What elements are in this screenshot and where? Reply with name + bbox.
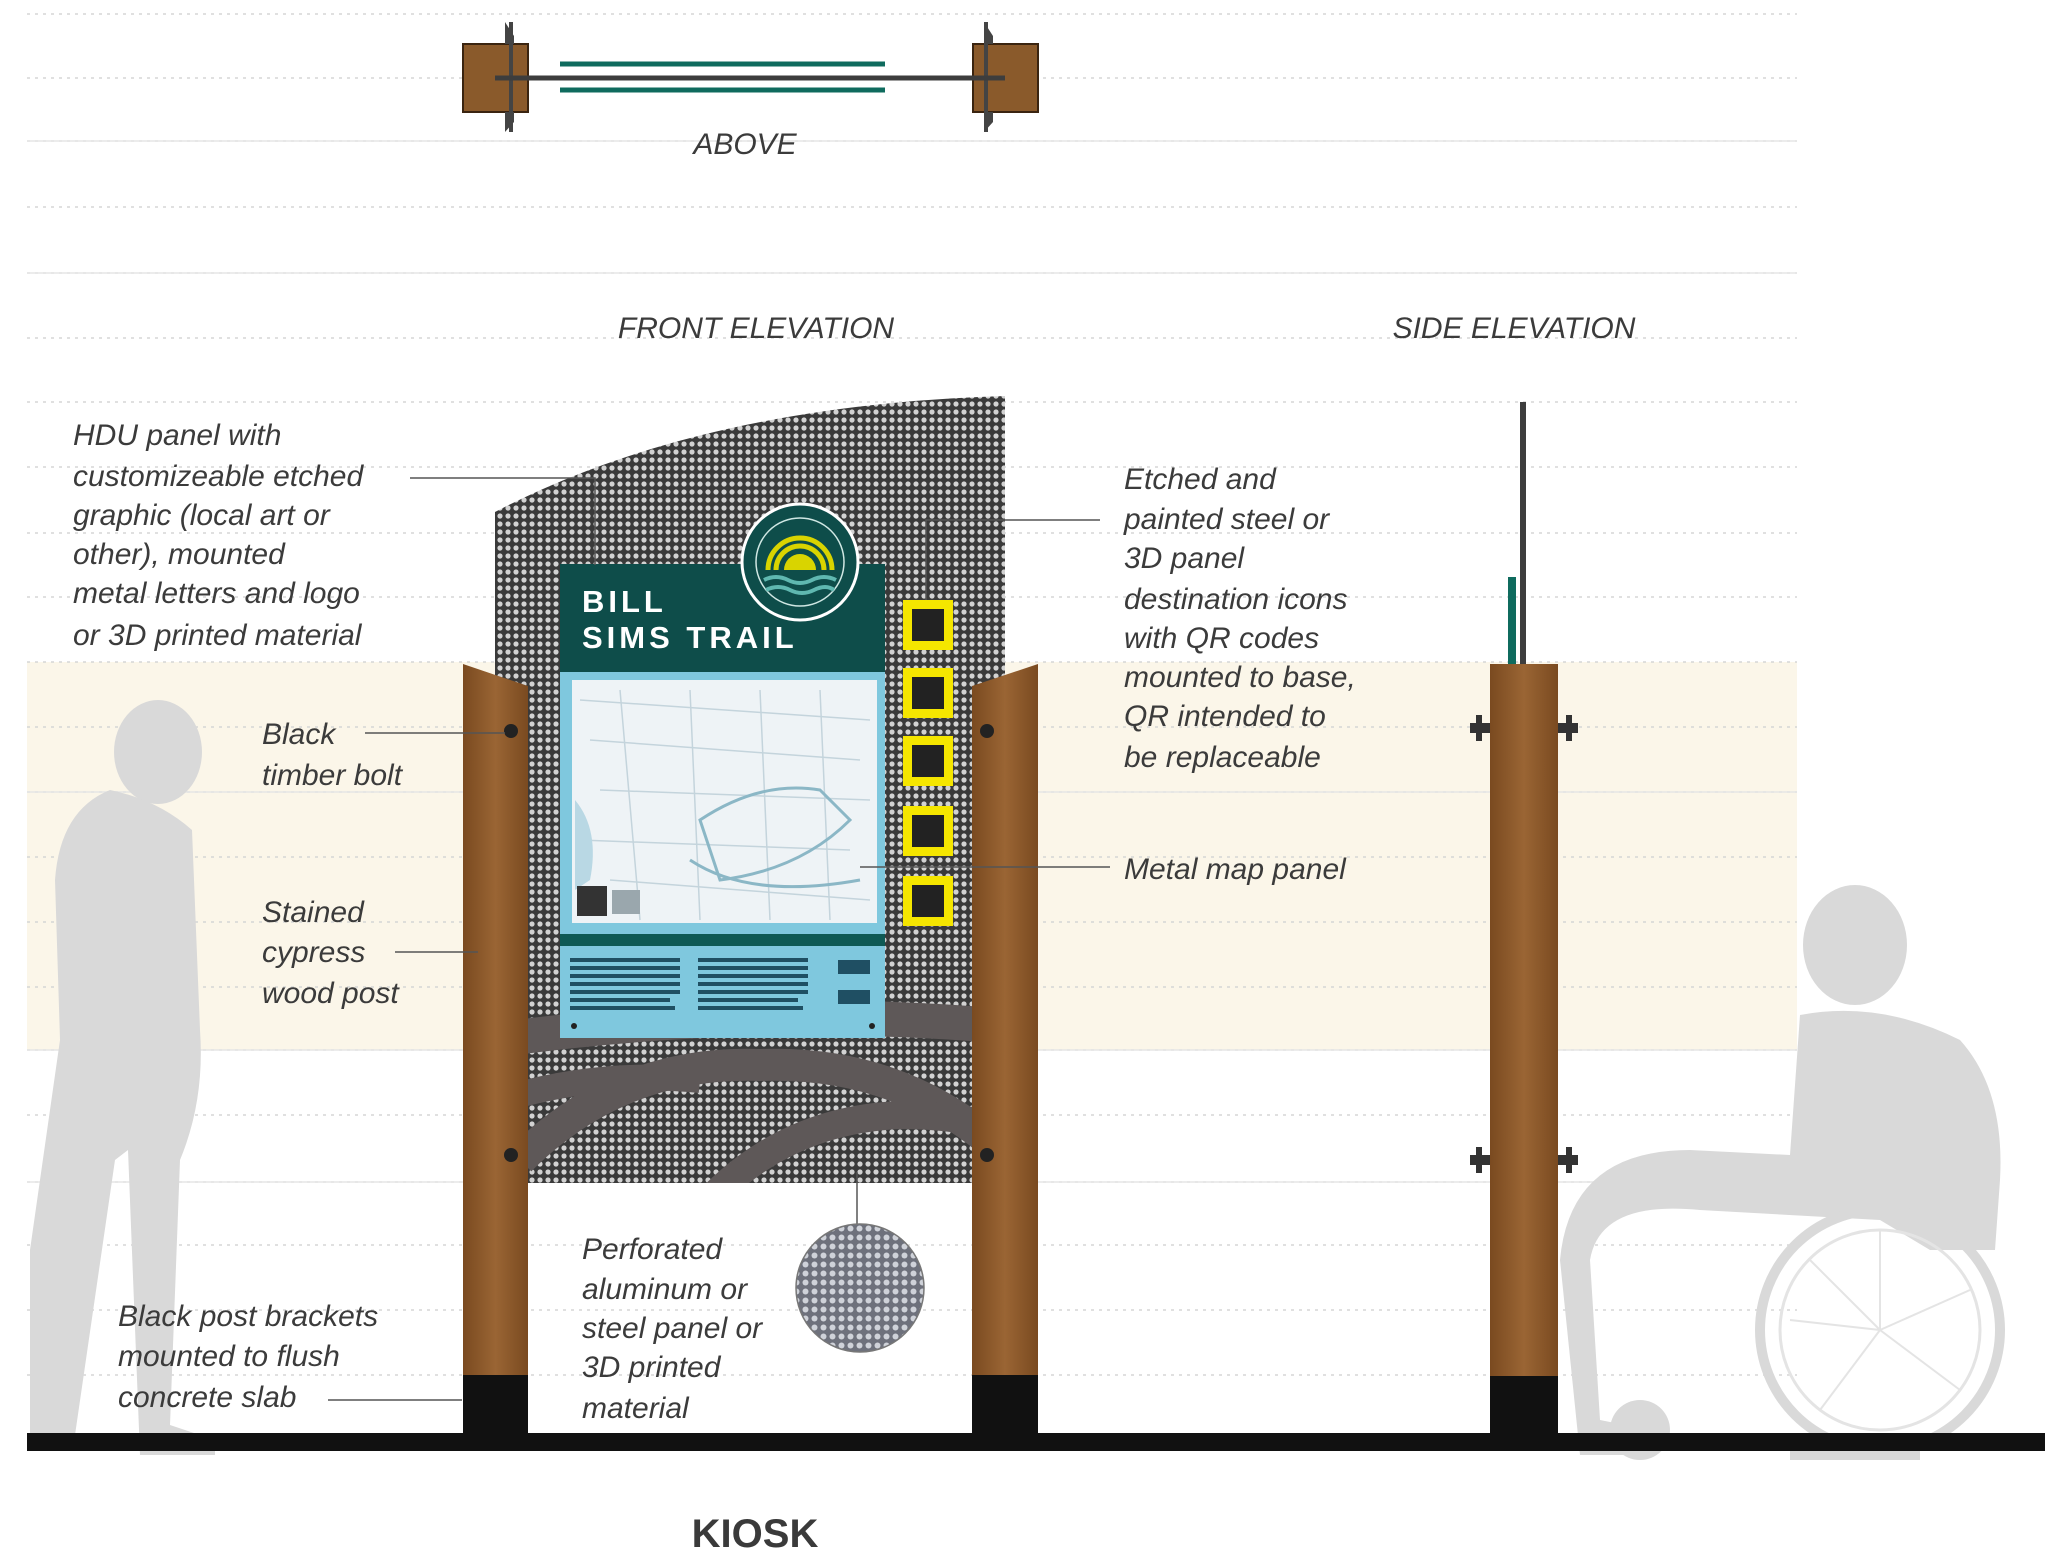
- svg-text:3D panel: 3D panel: [1124, 542, 1245, 575]
- ground-line: [27, 1433, 2045, 1451]
- svg-text:with QR codes: with QR codes: [1124, 622, 1319, 655]
- svg-text:3D printed: 3D printed: [582, 1351, 722, 1384]
- plan-view-above: [462, 22, 1039, 132]
- callout-map-panel: Metal map panel: [1124, 853, 1347, 886]
- svg-text:cypress: cypress: [262, 936, 365, 969]
- svg-text:Metal map panel: Metal map panel: [1124, 853, 1347, 886]
- front-left-wood-post: [463, 664, 528, 1433]
- callout-etched-icons: Etched and painted steel or 3D panel des…: [1123, 463, 1356, 774]
- callout-timber-bolt: Black timber bolt: [262, 718, 404, 792]
- svg-text:steel panel or: steel panel or: [582, 1312, 763, 1345]
- svg-text:concrete slab: concrete slab: [118, 1381, 296, 1414]
- callout-perforated-panel: Perforated aluminum or steel panel or 3D…: [582, 1233, 763, 1425]
- diagram-title: KIOSK: [692, 1512, 819, 1556]
- sign-title-line2: SIMS TRAIL: [582, 620, 798, 655]
- callout-hdu-panel: HDU panel with customizeable etched grap…: [73, 419, 364, 652]
- label-front-elevation: FRONT ELEVATION: [618, 312, 894, 345]
- svg-text:Stained: Stained: [262, 896, 365, 929]
- svg-text:QR intended to: QR intended to: [1124, 700, 1326, 733]
- walking-person-silhouette: [30, 700, 215, 1455]
- svg-text:material: material: [582, 1392, 690, 1425]
- trail-sign: BILL SIMS TRAIL: [560, 502, 885, 672]
- svg-text:destination icons: destination icons: [1124, 583, 1347, 616]
- label-side-elevation: SIDE ELEVATION: [1393, 312, 1636, 345]
- svg-text:Black: Black: [262, 718, 337, 751]
- svg-text:mounted to base,: mounted to base,: [1124, 661, 1356, 694]
- front-right-wood-post: [972, 664, 1038, 1433]
- svg-text:Etched and: Etched and: [1124, 463, 1277, 496]
- side-elevation-kiosk: [1470, 402, 1578, 1433]
- svg-text:aluminum or: aluminum or: [582, 1273, 748, 1306]
- svg-text:other), mounted: other), mounted: [73, 538, 286, 571]
- callout-leader-lines: [328, 477, 1110, 1401]
- svg-text:mounted to flush: mounted to flush: [118, 1340, 340, 1373]
- svg-text:timber bolt: timber bolt: [262, 759, 404, 792]
- callout-post-brackets: Black post brackets mounted to flush con…: [118, 1300, 378, 1414]
- label-above: ABOVE: [691, 128, 797, 161]
- svg-text:or 3D printed material: or 3D printed material: [73, 619, 363, 652]
- svg-text:metal letters and logo: metal letters and logo: [73, 577, 360, 610]
- svg-text:graphic (local art or: graphic (local art or: [73, 499, 331, 532]
- svg-text:Perforated: Perforated: [582, 1233, 723, 1266]
- svg-text:Black post brackets: Black post brackets: [118, 1300, 378, 1333]
- svg-text:painted steel or: painted steel or: [1123, 503, 1330, 536]
- perforated-detail-circle-icon: [795, 1172, 925, 1353]
- svg-text:wood post: wood post: [262, 977, 400, 1010]
- sign-title-line1: BILL: [582, 584, 667, 619]
- trail-logo-icon: [740, 502, 860, 622]
- svg-text:customizeable etched: customizeable etched: [73, 460, 364, 493]
- qr-destination-icons: [903, 600, 953, 926]
- svg-text:be replaceable: be replaceable: [1124, 741, 1321, 774]
- svg-text:HDU panel with: HDU panel with: [73, 419, 281, 452]
- callout-wood-post: Stained cypress wood post: [262, 896, 400, 1010]
- metal-map-panel: [560, 672, 885, 1038]
